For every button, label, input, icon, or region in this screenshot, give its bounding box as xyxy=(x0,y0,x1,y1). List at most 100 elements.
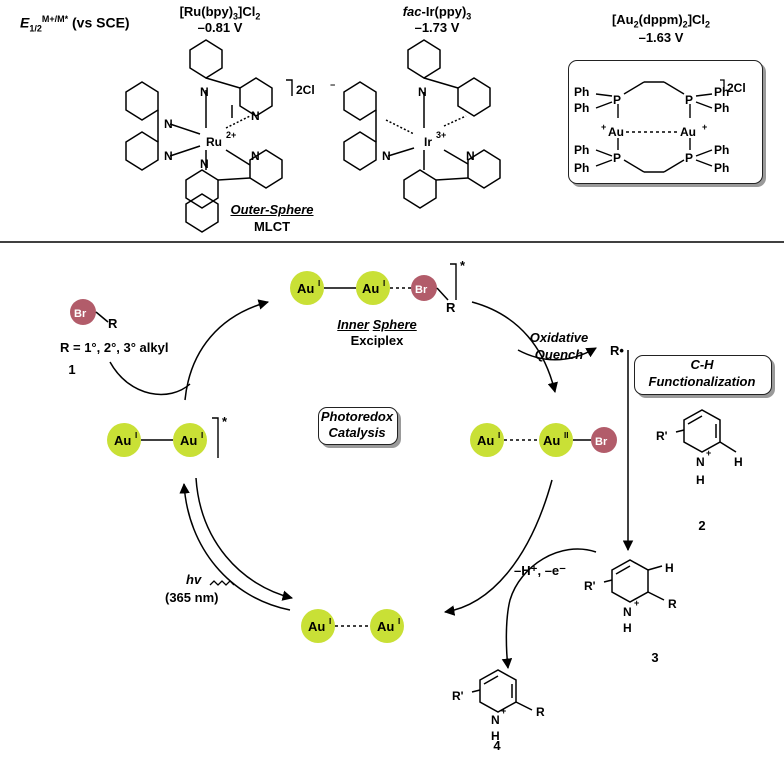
ch-label: C-H xyxy=(690,357,714,372)
compound-3-rprime: R' xyxy=(584,579,596,593)
cycle-arc-top-right xyxy=(471,301,558,394)
ch-functionalization-box xyxy=(634,355,772,395)
svg-text:+: + xyxy=(702,122,707,132)
compound-3-h: H xyxy=(665,561,674,575)
r-condition-label: R = 1°, 2°, 3° alkyl xyxy=(60,340,169,355)
dppm-au-2: Au xyxy=(680,125,696,139)
dppm-counterion: 2Cl xyxy=(727,81,746,95)
compound-3-number: 3 xyxy=(651,650,659,665)
excited-star-left: * xyxy=(222,414,228,429)
au-node-bottom-1 xyxy=(301,609,335,643)
compound-4-n: N xyxy=(491,713,500,727)
functionalization-label: Functionalization xyxy=(648,374,756,389)
dppm-structure xyxy=(595,81,713,173)
ru-bpy-structure xyxy=(125,39,283,233)
au-node-left-1 xyxy=(107,423,141,457)
hv-label: hv xyxy=(186,572,202,587)
ru-formula: [Ru(bpy)3]Cl2 xyxy=(179,4,261,22)
ir-n-left: N xyxy=(382,149,391,163)
dppm-p-1: P xyxy=(613,93,621,107)
oxidative-label: Oxidative xyxy=(529,330,589,345)
svg-text:II: II xyxy=(564,431,568,440)
radical-out-arrow xyxy=(517,347,597,361)
dppm-ph-8: Ph xyxy=(714,161,729,175)
svg-text:+: + xyxy=(501,706,506,716)
cycle-arc-bottom-right xyxy=(443,479,553,616)
photoredox-box xyxy=(318,407,398,445)
compound-4-r: R xyxy=(536,705,545,719)
compound-3-n: N xyxy=(623,605,632,619)
svg-text:+: + xyxy=(601,122,606,132)
au-label-top-2: Au xyxy=(362,281,379,296)
ir-charge: 3+ xyxy=(436,130,446,140)
svg-text:+: + xyxy=(634,598,639,608)
au-label-right-1: Au xyxy=(477,433,494,448)
mlct-label: MLCT xyxy=(253,219,291,234)
ir-center: Ir xyxy=(424,135,432,149)
br-label-right: Br xyxy=(595,436,608,448)
svg-text:I: I xyxy=(398,617,400,626)
ir-n-right: N xyxy=(466,149,475,163)
ru-n-left1: N xyxy=(164,117,173,131)
compound-3-structure xyxy=(603,559,665,603)
svg-text:I: I xyxy=(329,617,331,626)
br-label-top: Br xyxy=(415,284,428,296)
au-label-left-2: Au xyxy=(180,433,197,448)
compound-4-structure xyxy=(471,669,533,713)
radical-label: R• xyxy=(610,343,624,358)
oxidation-arrow xyxy=(501,548,597,670)
au-node-right-1 xyxy=(470,423,504,457)
compound-2-h-n: H xyxy=(696,473,705,487)
svg-text:I: I xyxy=(135,431,137,440)
dppm-p-4: P xyxy=(685,151,693,165)
cycle-arc-top-left xyxy=(184,299,270,401)
dppm-au-1: Au xyxy=(608,125,624,139)
au-node-top-1 xyxy=(290,271,324,305)
compound-2-h: H xyxy=(734,455,743,469)
dppm-ph-7: Ph xyxy=(714,143,729,157)
svg-text:I: I xyxy=(383,279,385,288)
au-node-top-2 xyxy=(356,271,390,305)
au-node-right-2 xyxy=(539,423,573,457)
r-label-top: R xyxy=(446,300,456,315)
ir-n-top: N xyxy=(418,85,427,99)
substrate-in-arrow xyxy=(109,361,191,396)
ir-ppy-structure xyxy=(343,39,501,209)
ru-n-left2: N xyxy=(164,149,173,163)
dppm-complex-box xyxy=(568,60,763,184)
excited-star-top: * xyxy=(460,258,466,273)
compound-4-h-n: H xyxy=(491,729,500,743)
compound-2-n: N xyxy=(696,455,705,469)
compound-2-structure xyxy=(675,409,737,453)
au-label-right-2: Au xyxy=(543,433,560,448)
inner-sphere-label: Inner Sphere xyxy=(337,317,417,332)
svg-text:I: I xyxy=(498,431,500,440)
au-node-bottom-2 xyxy=(370,609,404,643)
ru-center: Ru xyxy=(206,135,222,149)
br-label-substrate: Br xyxy=(74,308,87,320)
ru-n-right: N xyxy=(251,109,260,123)
svg-text:+: + xyxy=(706,448,711,458)
ru-n-top: N xyxy=(200,85,209,99)
cycle-arc-relax xyxy=(179,482,291,611)
ru-charge: 2+ xyxy=(226,130,236,140)
wavelength-label: (365 nm) xyxy=(165,590,219,605)
compound-2-rprime: R' xyxy=(656,429,668,443)
au-label-left-1: Au xyxy=(114,433,131,448)
dppm-ph-4: Ph xyxy=(714,101,729,115)
dppm-ph-3: Ph xyxy=(714,85,729,99)
deprotonation-label: –H⁺, –e⁻ xyxy=(514,563,567,578)
dppm-p-3: P xyxy=(613,151,621,165)
ru-n-bottom-right: N xyxy=(251,149,260,163)
dppm-ph-1: Ph xyxy=(574,85,589,99)
exciplex-label: Exciplex xyxy=(350,333,404,348)
svg-text:I: I xyxy=(201,431,203,440)
compound-1-number: 1 xyxy=(68,362,76,377)
hv-squiggle xyxy=(209,580,235,586)
ir-formula: fac-Ir(ppy)3 xyxy=(402,4,472,22)
ru-n-bottom: N xyxy=(200,157,209,171)
dppm-ph-5: Ph xyxy=(574,143,589,157)
dppm-ph-2: Ph xyxy=(574,101,589,115)
photoredox-label: Photoredox xyxy=(320,409,394,424)
